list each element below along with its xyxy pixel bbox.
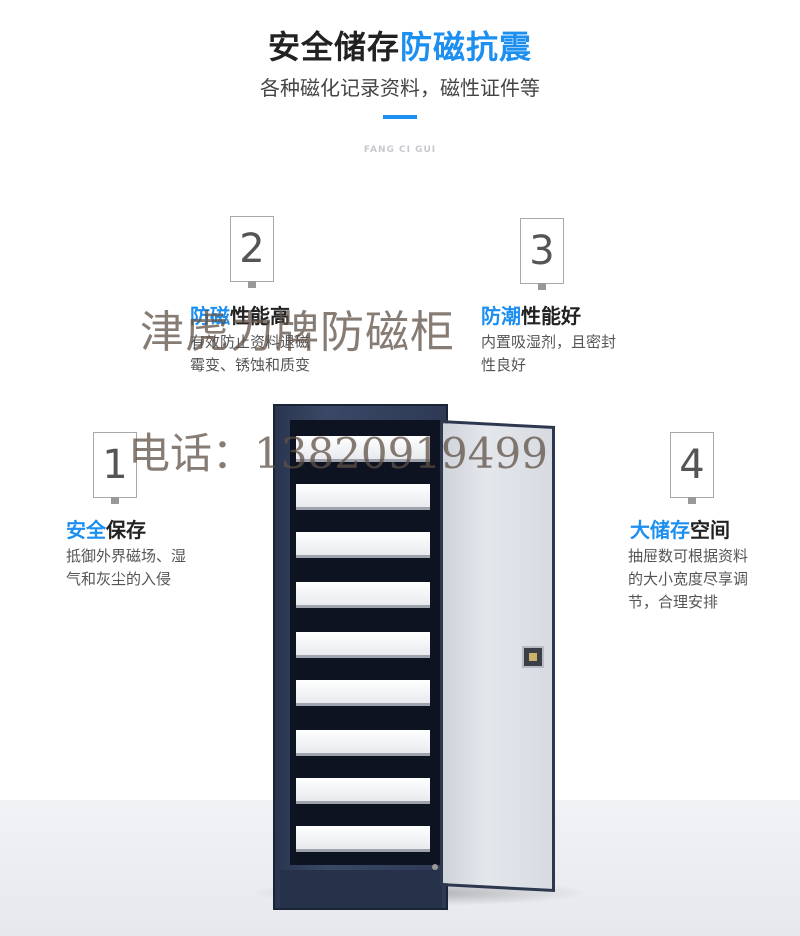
headline-part1: 安全储存 (267, 28, 400, 66)
pinyin-label: FANG CI GUI (363, 145, 437, 155)
drawer (296, 484, 430, 510)
feature-1-title-rest: 保存 (106, 518, 146, 542)
feature-2-desc-line2: 霉变、锈蚀和质变 (190, 356, 311, 374)
title-divider (383, 115, 417, 119)
lock-icon (522, 646, 544, 668)
headline-part2: 防磁抗震 (400, 28, 533, 66)
feature-4-title-rest: 空间 (690, 518, 730, 542)
watermark-phone: 电话：13820919499 (128, 429, 548, 478)
feature-1-desc-line1: 抵御外界磁场、湿 (66, 547, 187, 565)
subheadline: 各种磁化记录资料，磁性证件等 (260, 76, 540, 100)
feature-1-desc: 抵御外界磁场、湿 气和灰尘的入侵 (66, 545, 186, 591)
feature-1-desc-line2: 气和灰尘的入侵 (66, 570, 172, 588)
feature-4-desc-line1: 抽屉数可根据资料 (628, 547, 749, 565)
feature-3-title-rest: 性能好 (521, 304, 581, 328)
feature-3-title: 防潮性能好 (481, 300, 581, 329)
feature-4-desc: 抽屉数可根据资料 的大小宽度尽享调 节，合理安排 (628, 545, 748, 614)
feature-1-title-highlight: 安全 (66, 518, 106, 542)
feature-2-title-rest: 性能高 (230, 304, 290, 328)
feature-3-title-highlight: 防潮 (481, 304, 521, 328)
feature-4-title: 大储存空间 (630, 514, 730, 543)
feature-4-desc-line3: 节，合理安排 (628, 593, 719, 611)
cabinet-base (280, 870, 442, 908)
feature-2-title-highlight: 防磁 (190, 304, 230, 328)
feature-2-desc-line1: 有效防止资料退磁 (190, 333, 311, 351)
feature-3-desc: 内置吸湿剂，且密封 性良好 (481, 331, 616, 377)
headline: 安全储存防磁抗震 (0, 22, 800, 68)
feature-4-title-highlight: 大储存 (630, 518, 690, 542)
drawer (296, 436, 430, 462)
feature-4-number: 4 (670, 432, 714, 504)
drawer (296, 632, 430, 658)
drawer (296, 680, 430, 706)
feature-1-number: 1 (93, 432, 137, 504)
drawer (296, 778, 430, 804)
watermark-brand: 津虎力牌防磁柜 (140, 307, 455, 358)
feature-1-title: 安全保存 (66, 514, 146, 543)
feature-3-number: 3 (520, 218, 564, 290)
feature-2-title: 防磁性能高 (190, 300, 290, 329)
feature-4-desc-line2: 的大小宽度尽享调 (628, 570, 749, 588)
drawer (296, 532, 430, 558)
feature-3-desc-line1: 内置吸湿剂，且密封 (481, 333, 617, 351)
drawer (296, 826, 430, 852)
feature-3-desc-line2: 性良好 (481, 356, 527, 374)
feature-2-number: 2 (230, 216, 274, 288)
key-hole-icon (432, 864, 438, 870)
feature-2-desc: 有效防止资料退磁 霉变、锈蚀和质变 (190, 331, 310, 377)
drawer (296, 730, 430, 756)
drawer (296, 582, 430, 608)
